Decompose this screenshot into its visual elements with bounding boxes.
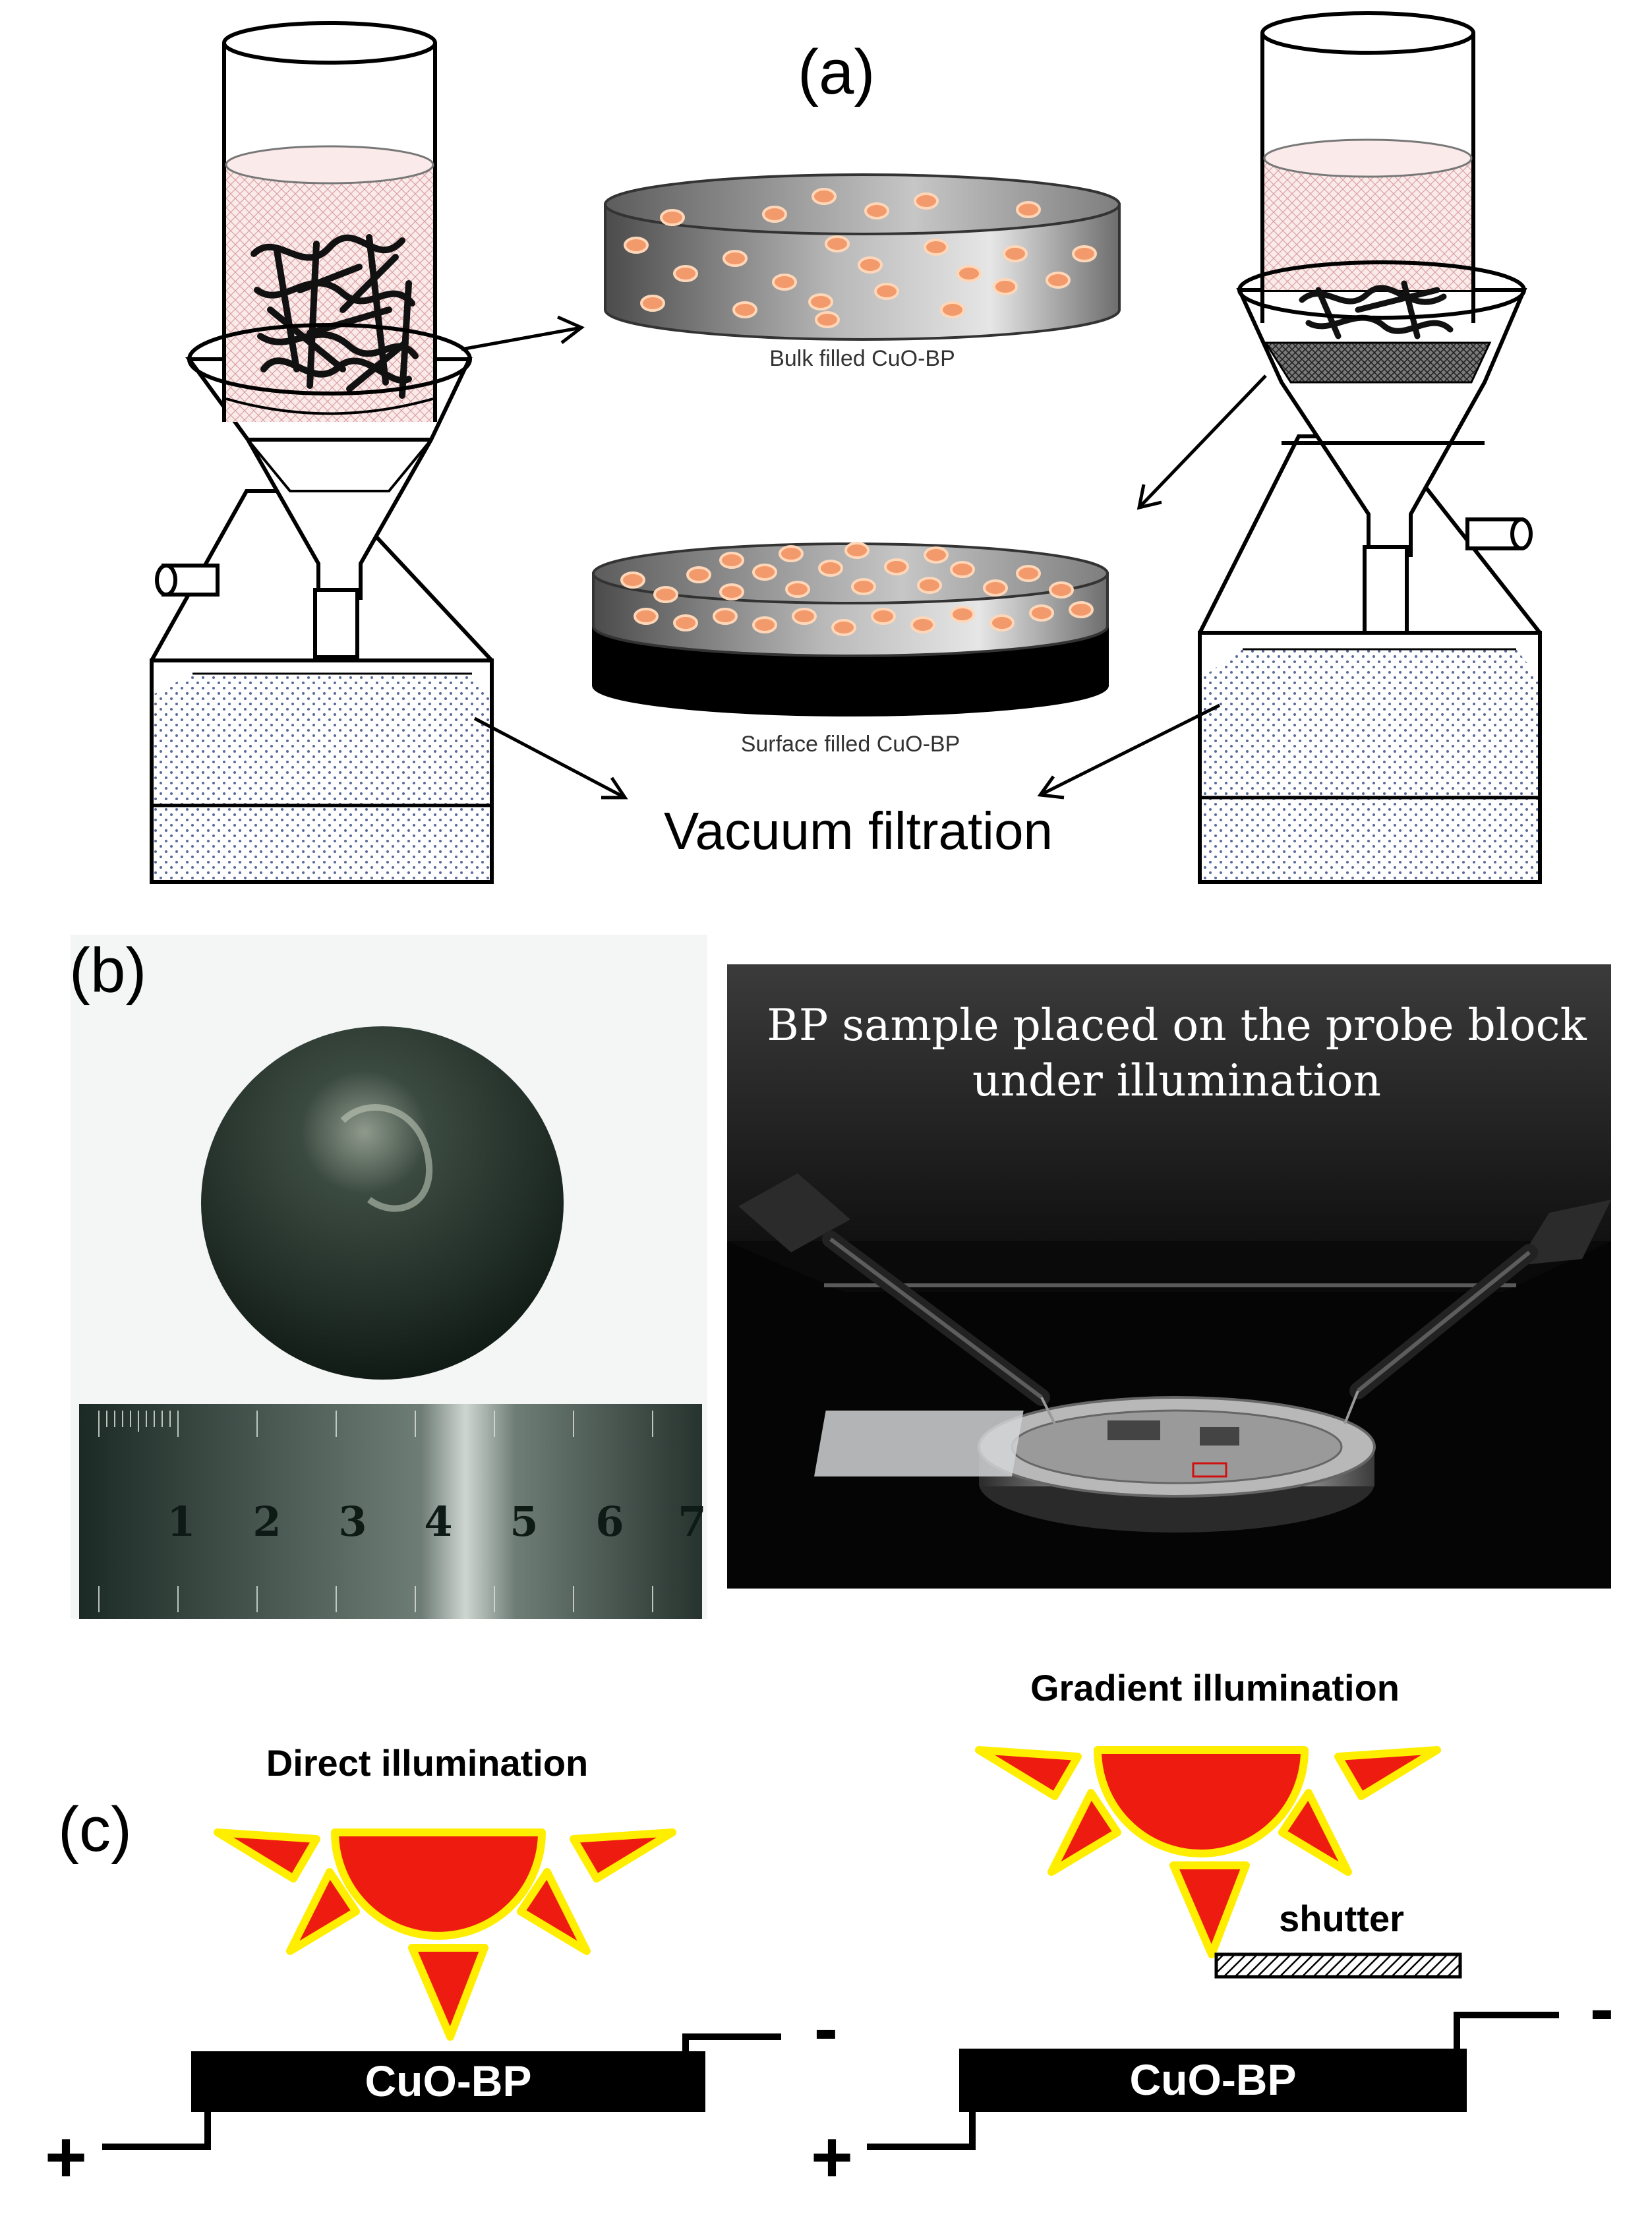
panel-b: 1 2 3 4 5 6 7 (b) bbox=[69, 935, 1611, 1619]
ruler-numbers: 1 2 3 4 5 6 7 bbox=[167, 1498, 706, 1546]
arrow-left-to-vacuum bbox=[473, 716, 628, 800]
right-filtration-apparatus bbox=[1198, 11, 1542, 884]
gradient-sun-icon bbox=[975, 1746, 1441, 1958]
right-funnel-stem bbox=[1363, 545, 1409, 635]
surface-filled-disc: Surface filled CuO-BP bbox=[592, 542, 1109, 757]
left-nanotube-tangle bbox=[251, 234, 419, 399]
arrow-to-bulk-disc bbox=[461, 315, 585, 351]
left-funnel-stem bbox=[313, 588, 359, 659]
left-funnel-rim bbox=[187, 323, 472, 395]
right-cylinder-liquid bbox=[1264, 158, 1471, 290]
gradient-illumination-title: Gradient illumination bbox=[1030, 1667, 1400, 1709]
left-filtration-apparatus bbox=[150, 21, 494, 884]
cuo-bp-disc bbox=[201, 1026, 564, 1380]
disc-ruler-photo: 1 2 3 4 5 6 7 bbox=[71, 935, 707, 1619]
shutter-plate bbox=[1214, 1952, 1462, 1979]
gradient-minus-terminal: - bbox=[1590, 1968, 1614, 2049]
probe-photo-caption-line1: BP sample placed on the probe block bbox=[767, 1000, 1587, 1051]
direct-cuo-bp-bar bbox=[191, 2051, 705, 2112]
ruler-number-3: 3 bbox=[338, 1498, 367, 1546]
panel-b-label: (b) bbox=[69, 935, 146, 1006]
ruler-number-4: 4 bbox=[424, 1498, 452, 1546]
ruler-number-5: 5 bbox=[510, 1498, 538, 1546]
ruler-number-2: 2 bbox=[252, 1498, 281, 1546]
panel-c: (c) Direct illumination CuO-BP + - Gradi… bbox=[45, 1667, 1614, 2198]
arrow-to-surface-disc bbox=[1136, 374, 1267, 510]
vacuum-filtration-label: Vacuum filtration bbox=[664, 802, 1053, 860]
ruler-number-1: 1 bbox=[167, 1498, 195, 1546]
direct-sun-icon bbox=[214, 1828, 676, 2041]
direct-circuit: CuO-BP + - bbox=[45, 1988, 838, 2198]
right-funnel-rim bbox=[1237, 260, 1526, 320]
panel-c-label: (c) bbox=[58, 1794, 132, 1865]
probe-photo-caption-line2: under illumination bbox=[972, 1055, 1381, 1106]
ruler-number-7: 7 bbox=[678, 1498, 706, 1546]
shutter-label: shutter bbox=[1279, 1898, 1404, 1939]
gradient-circuit: CuO-BP + - bbox=[811, 1968, 1614, 2198]
surface-particles bbox=[620, 542, 1094, 636]
direct-illumination-title: Direct illumination bbox=[266, 1742, 589, 1784]
ruler bbox=[79, 1404, 702, 1619]
panel-a: (a) bbox=[150, 11, 1542, 884]
panel-a-label: (a) bbox=[798, 37, 875, 107]
panel-a-arrows bbox=[461, 315, 1267, 800]
gradient-plus-terminal: + bbox=[811, 2117, 853, 2198]
left-flask-liquid bbox=[152, 674, 492, 882]
direct-cuo-bp-label: CuO-BP bbox=[365, 2057, 532, 2105]
ruler-number-6: 6 bbox=[595, 1498, 624, 1546]
probe-station-photo: BP sample placed on the probe block unde… bbox=[727, 964, 1611, 1589]
bulk-filled-disc: Bulk filled CuO-BP bbox=[604, 173, 1121, 371]
right-flask-liquid bbox=[1200, 649, 1540, 882]
direct-minus-terminal: - bbox=[814, 1988, 839, 2069]
bulk-particles bbox=[624, 188, 1097, 328]
surface-caption: Surface filled CuO-BP bbox=[741, 732, 960, 757]
gradient-cuo-bp-label: CuO-BP bbox=[1130, 2055, 1297, 2104]
gradient-cuo-bp-bar bbox=[959, 2049, 1467, 2112]
right-nanotube-layer bbox=[1299, 280, 1454, 339]
left-cylinder bbox=[222, 43, 437, 422]
arrow-right-to-vacuum bbox=[1037, 703, 1221, 800]
ruler-ticks bbox=[98, 1411, 653, 1612]
bulk-caption: Bulk filled CuO-BP bbox=[769, 346, 955, 371]
direct-plus-terminal: + bbox=[45, 2117, 87, 2198]
